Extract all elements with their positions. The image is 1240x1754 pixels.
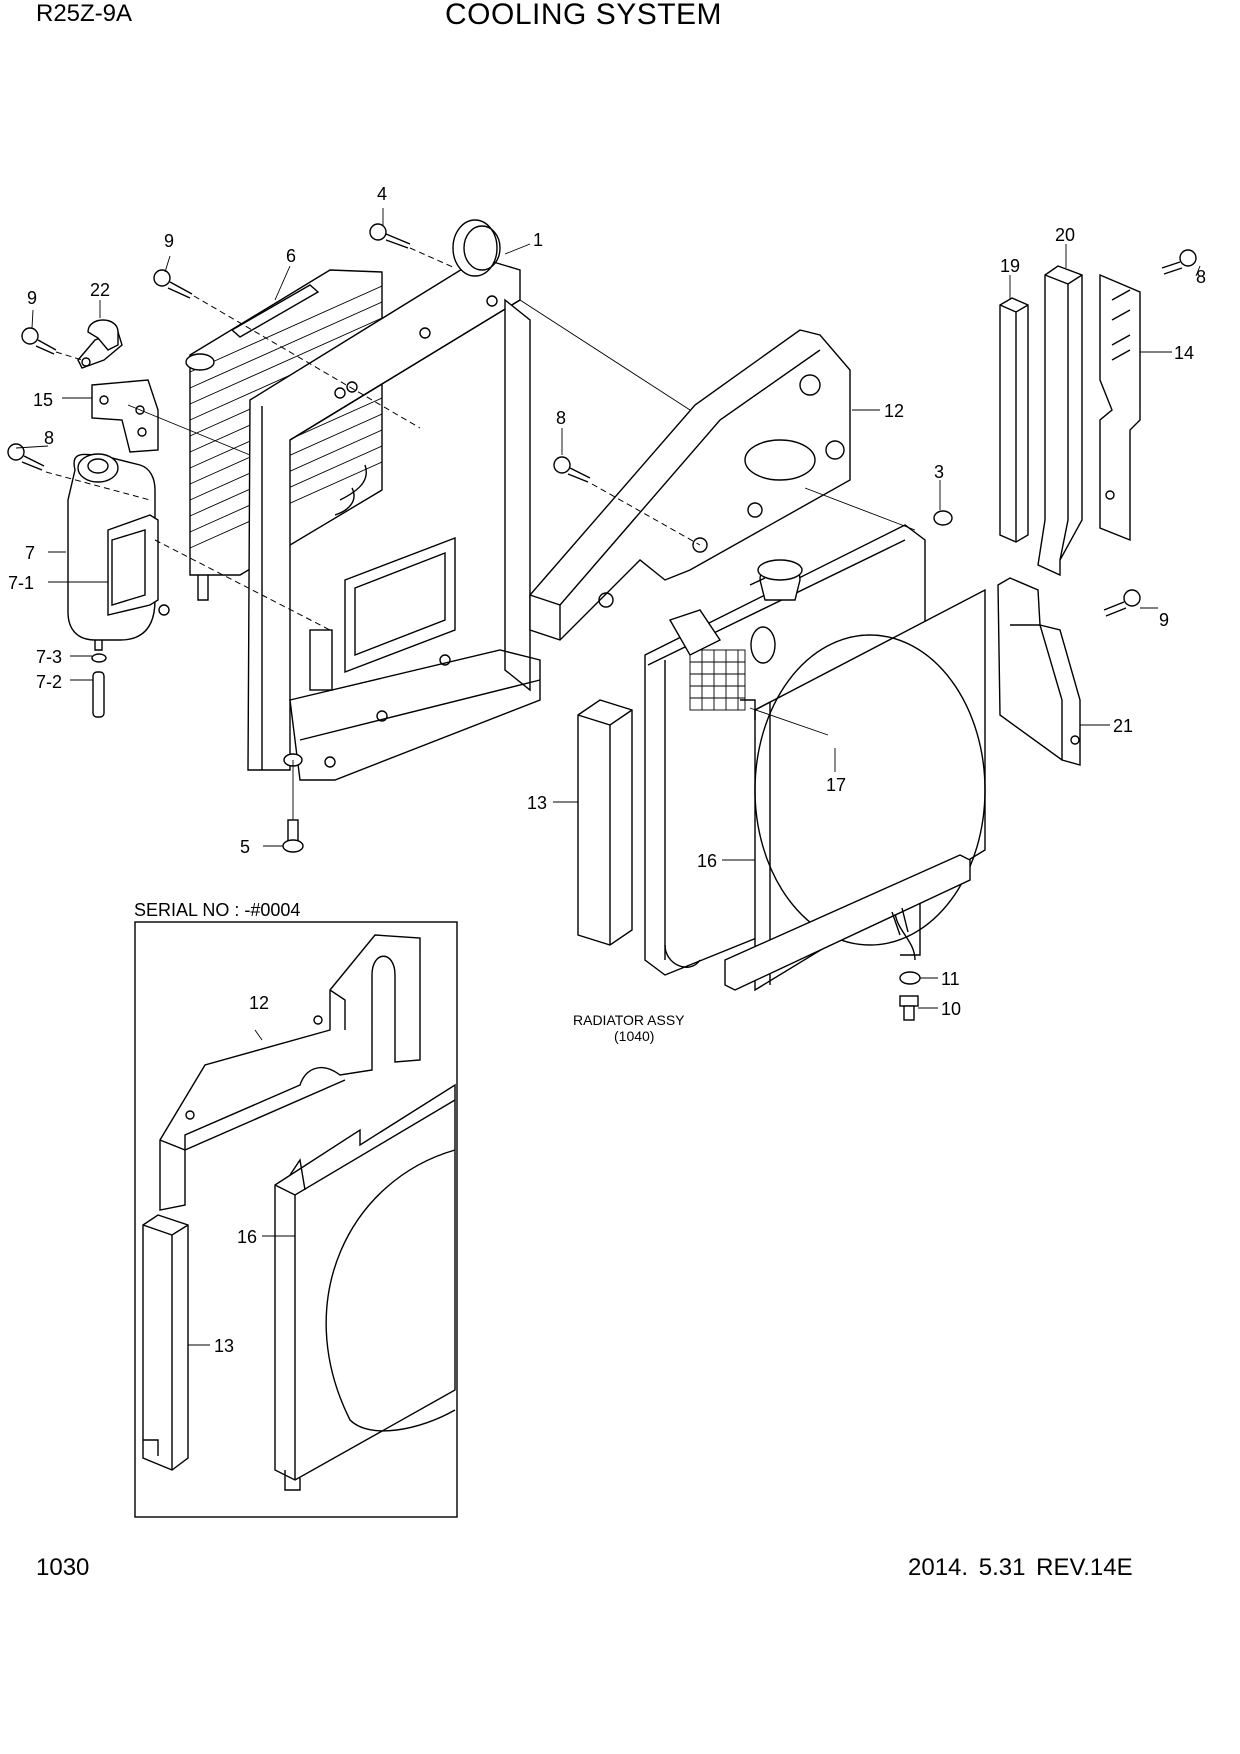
inset-callout-16: 16 — [237, 1227, 257, 1247]
callout-8-right: 8 — [1196, 267, 1206, 287]
inset-duct-part-12 — [159, 934, 421, 1211]
serial-inset: SERIAL NO : -#0004 12 16 13 — [134, 900, 458, 1518]
callout-7: 7 — [25, 543, 35, 563]
seal-part-21 — [997, 577, 1081, 766]
bolt-part-8-right — [1161, 249, 1197, 275]
inset-caption: SERIAL NO : -#0004 — [134, 900, 300, 920]
radiator-assy-label: RADIATOR ASSY — [573, 1012, 685, 1028]
callout-5: 5 — [240, 837, 250, 857]
callout-4: 4 — [377, 184, 387, 204]
plate-part-14 — [1099, 273, 1141, 542]
revision-date: 2014. 5.31 REV.14E — [908, 1554, 1133, 1581]
inset-callout-12: 12 — [249, 993, 269, 1013]
callout-labels: 4 1 9 6 9 22 15 8 7 7-1 7-3 7-2 5 8 12 3… — [8, 184, 1206, 1044]
fan-shroud-part-16 — [724, 588, 986, 992]
bracket-part-15 — [91, 379, 159, 453]
callout-9-right: 9 — [1159, 610, 1169, 630]
callout-16: 16 — [697, 851, 717, 871]
callout-3: 3 — [934, 462, 944, 482]
callout-10: 10 — [941, 999, 961, 1019]
model-code: R25Z-9A — [36, 0, 133, 27]
seal-part-13 — [577, 699, 633, 946]
inset-seal-part-13 — [142, 1214, 189, 1471]
callout-15: 15 — [33, 390, 53, 410]
callout-13: 13 — [527, 793, 547, 813]
inset-shroud-part-16 — [274, 1083, 456, 1491]
radiator-assy-ref: (1040) — [614, 1028, 654, 1044]
bolt-part-9-top — [153, 269, 193, 299]
bolt-part-8-mid — [553, 456, 591, 483]
bolt-part-8-left — [7, 443, 45, 471]
duct-part-12 — [529, 329, 851, 641]
page-number: 1030 — [36, 1554, 90, 1581]
callout-14: 14 — [1174, 343, 1194, 363]
callout-19: 19 — [1000, 256, 1020, 276]
seal-part-20 — [1037, 265, 1083, 577]
page-title: COOLING SYSTEM — [445, 0, 723, 31]
callout-8-left: 8 — [44, 428, 54, 448]
bolt-part-4 — [369, 223, 411, 249]
seal-part-19 — [999, 297, 1029, 543]
callout-11: 11 — [941, 969, 960, 989]
bolt-part-9-left — [21, 327, 57, 355]
nut-part-3 — [933, 510, 953, 526]
callout-7-2: 7-2 — [36, 672, 62, 692]
reserve-tank-part-7 — [67, 453, 170, 718]
callout-8-mid: 8 — [556, 408, 566, 428]
callout-7-1: 7-1 — [8, 573, 34, 593]
bolt-part-9-right — [1103, 589, 1141, 617]
clamp-part-22 — [77, 319, 123, 369]
callout-20: 20 — [1055, 225, 1075, 245]
callout-21: 21 — [1113, 716, 1133, 736]
assembly-lines — [45, 247, 916, 820]
callout-22: 22 — [90, 280, 110, 300]
callout-1: 1 — [533, 230, 543, 250]
callout-17: 17 — [826, 775, 846, 795]
leader-lines — [15, 208, 1201, 1009]
callout-9-left: 9 — [27, 288, 37, 308]
inset-callout-13: 13 — [214, 1336, 234, 1356]
drain-cock-parts-10-11 — [891, 907, 921, 1021]
callout-6: 6 — [286, 246, 296, 266]
callout-7-3: 7-3 — [36, 647, 62, 667]
radiator-frame-part-1 — [247, 219, 541, 781]
callout-12: 12 — [884, 401, 904, 421]
callout-9-top: 9 — [164, 231, 174, 251]
